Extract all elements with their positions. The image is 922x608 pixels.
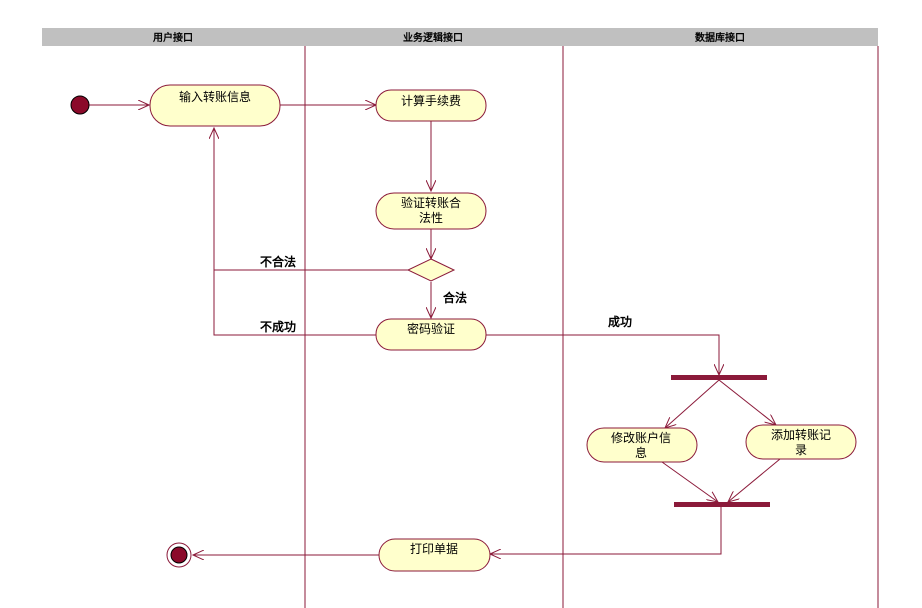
activity-label-line2: 息 [635, 445, 647, 460]
guard-success: 成功 [608, 314, 632, 329]
join-bar [674, 502, 770, 507]
edge-password-success [486, 334, 719, 375]
activity-label-line1: 验证转账合 [401, 195, 461, 210]
lane-title-database: 数据库接口 [695, 31, 745, 44]
activity-input-transfer: 输入转账信息 [149, 84, 281, 127]
activity-label-line2: 录 [795, 443, 807, 457]
edge-fork-to-modify [665, 379, 720, 428]
lane-title-user: 用户接口 [152, 31, 193, 44]
edge-decision-illegal [214, 128, 408, 271]
lane-title-business: 业务逻辑接口 [403, 31, 463, 44]
edge-fork-to-record [718, 379, 776, 425]
activity-label: 输入转账信息 [179, 89, 251, 104]
guard-failed: 不成功 [260, 319, 296, 334]
edge-modify-to-join [661, 461, 718, 502]
guard-illegal: 不合法 [260, 254, 296, 269]
fork-bar [671, 375, 767, 380]
guard-legal: 合法 [443, 290, 467, 305]
activity-label: 打印单据 [410, 542, 458, 556]
activity-validate: 验证转账合 法性 [375, 192, 487, 230]
activity-label-line1: 修改账户信 [611, 430, 671, 445]
activity-print-receipt: 打印单据 [378, 538, 491, 572]
edge-join-to-print [490, 507, 722, 554]
activity-label: 计算手续费 [401, 93, 461, 108]
activity-label-line1: 添加转账记 [771, 427, 831, 442]
end-node-core [170, 546, 188, 564]
edge-password-failed [213, 270, 376, 336]
activity-modify-account: 修改账户信 息 [586, 427, 698, 463]
activity-password-verify: 密码验证 [375, 318, 487, 351]
activity-label: 密码验证 [407, 321, 455, 336]
start-node [70, 95, 90, 115]
activity-add-record: 添加转账记 录 [745, 424, 857, 460]
activity-calc-fee: 计算手续费 [375, 89, 487, 122]
edge-record-to-join [728, 458, 781, 502]
swimlane-header [42, 28, 878, 46]
activity-label-line2: 法性 [419, 211, 443, 225]
decision-node [406, 258, 456, 282]
